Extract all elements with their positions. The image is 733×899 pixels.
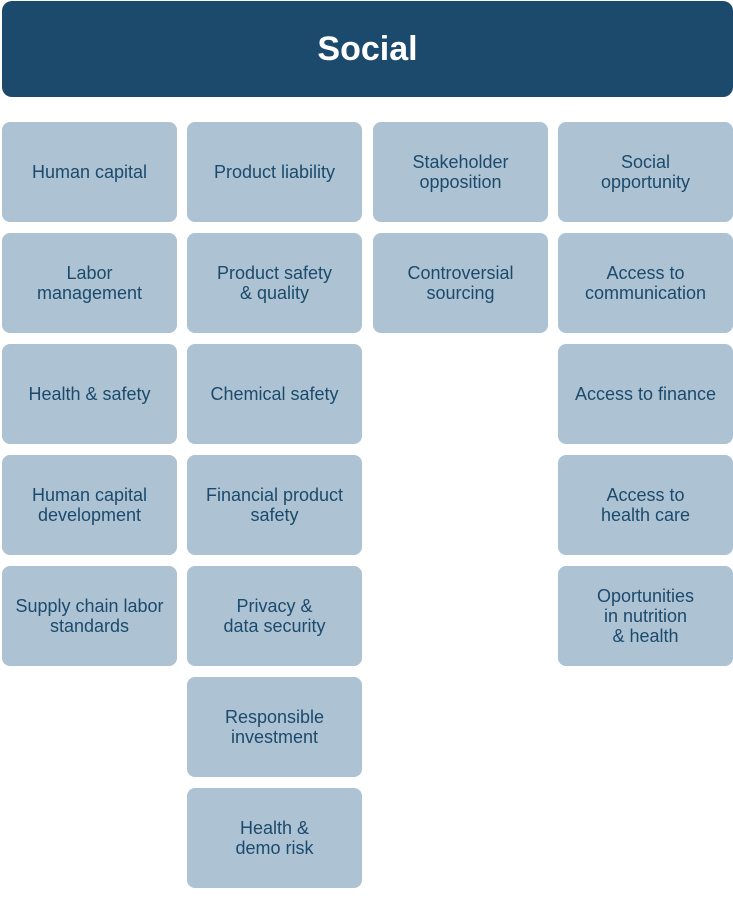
category-box: Oportunities in nutrition & health xyxy=(558,566,733,666)
category-box: Responsible investment xyxy=(187,677,362,777)
category-box: Product safety & quality xyxy=(187,233,362,333)
category-box: Social opportunity xyxy=(558,122,733,222)
category-box: Health & demo risk xyxy=(187,788,362,888)
category-box: Access to finance xyxy=(558,344,733,444)
category-box: Human capital xyxy=(2,122,177,222)
category-box: Stakeholder opposition xyxy=(373,122,548,222)
category-box: Controversial sourcing xyxy=(373,233,548,333)
category-box: Supply chain labor standards xyxy=(2,566,177,666)
category-box: Product liability xyxy=(187,122,362,222)
category-box: Chemical safety xyxy=(187,344,362,444)
category-box: Health & safety xyxy=(2,344,177,444)
category-box: Privacy & data security xyxy=(187,566,362,666)
category-box: Access to health care xyxy=(558,455,733,555)
category-box: Labor management xyxy=(2,233,177,333)
category-box: Human capital development xyxy=(2,455,177,555)
category-box: Financial product safety xyxy=(187,455,362,555)
category-box: Access to communication xyxy=(558,233,733,333)
social-header: Social xyxy=(2,1,733,97)
